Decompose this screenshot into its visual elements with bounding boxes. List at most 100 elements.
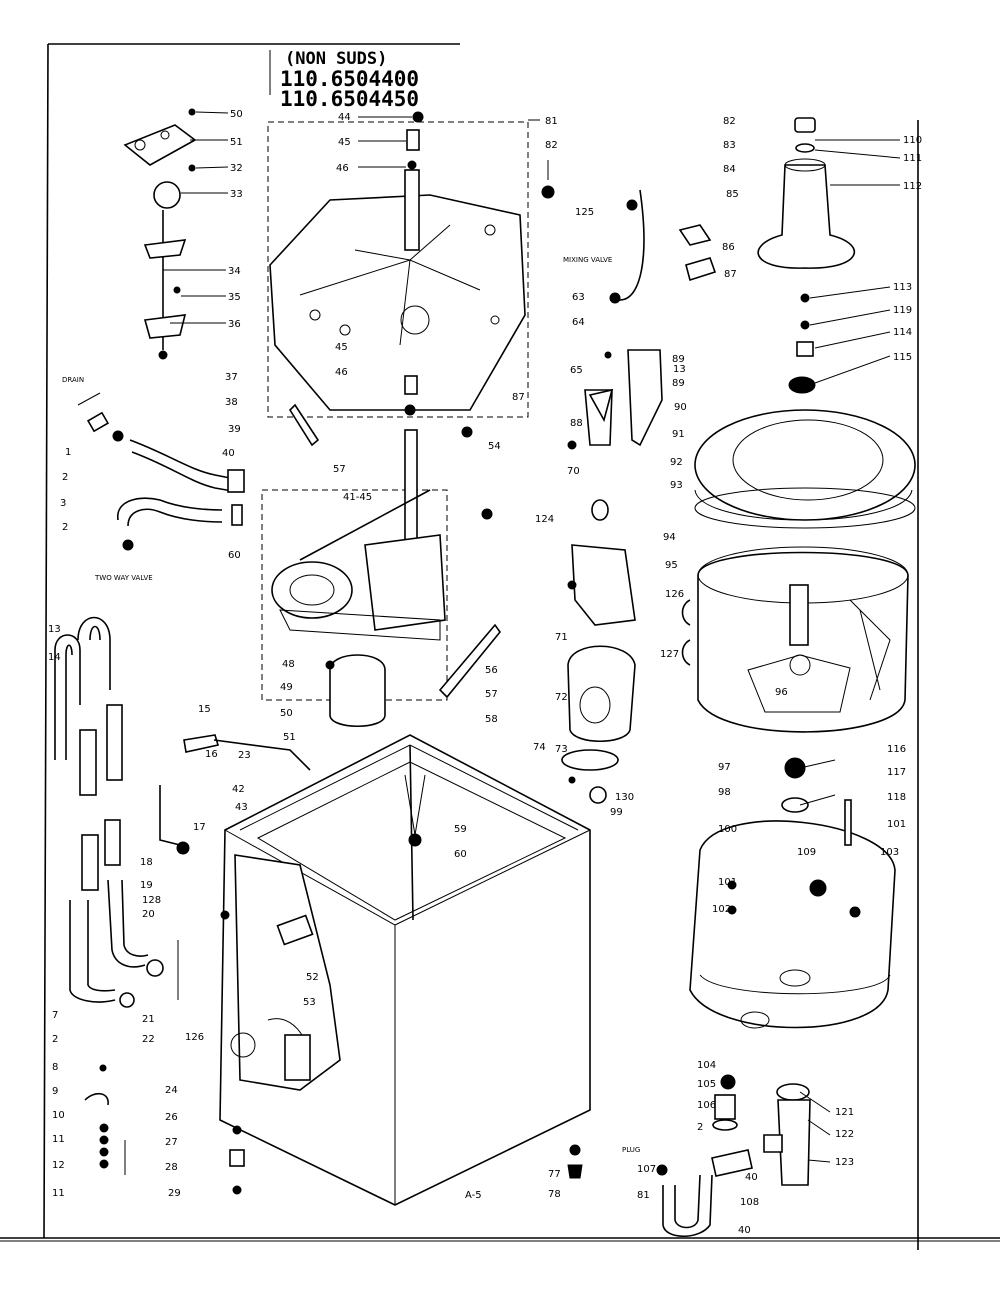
callout-c45a: 45 <box>338 137 351 148</box>
callout-c93: 93 <box>670 480 683 491</box>
callout-c119: 119 <box>893 305 912 316</box>
callout-c21: 21 <box>142 1014 155 1025</box>
callout-c43: 43 <box>235 802 248 813</box>
callout-c32: 32 <box>230 163 243 174</box>
callout-c58: 58 <box>485 714 498 725</box>
callout-numbers: 5051323334353644454681824546373839405712… <box>48 109 922 1236</box>
callout-c16: 16 <box>205 749 218 760</box>
callout-c2a: 2 <box>62 472 68 483</box>
callout-c42: 42 <box>232 784 245 795</box>
motor-pump <box>561 189 717 804</box>
callout-c46a: 46 <box>336 163 349 174</box>
callout-c23: 23 <box>238 750 251 761</box>
callout-c87: 87 <box>512 392 525 403</box>
callout-c82: 82 <box>545 140 558 151</box>
callout-c117: 117 <box>887 767 906 778</box>
callout-c115: 115 <box>893 352 912 363</box>
callout-c8: 8 <box>52 1062 58 1073</box>
callout-c85: 85 <box>726 189 739 200</box>
transmission-assembly <box>261 429 502 728</box>
callout-c2b: 2 <box>62 522 68 533</box>
callout-c105: 105 <box>697 1079 716 1090</box>
callout-c7: 7 <box>52 1010 58 1021</box>
callout-c57b: 57 <box>485 689 498 700</box>
callout-c94: 94 <box>663 532 676 543</box>
callout-c17: 17 <box>193 822 206 833</box>
callout-c49: 49 <box>280 682 293 693</box>
callout-c73: 73 <box>555 744 568 755</box>
callout-c100: 100 <box>718 824 737 835</box>
callout-c11b: 11 <box>52 1188 65 1199</box>
callout-c102: 102 <box>712 904 731 915</box>
callout-c122: 122 <box>835 1129 854 1140</box>
callout-c53: 53 <box>303 997 316 1008</box>
callout-c89: 89 <box>672 354 685 365</box>
callout-c101: 101 <box>718 877 737 888</box>
agitator-drive-assembly <box>267 111 555 418</box>
callout-c113: 113 <box>893 282 912 293</box>
callout-c99: 99 <box>610 807 623 818</box>
callout-c60: 60 <box>228 550 241 561</box>
callout-c127: 127 <box>660 649 679 660</box>
callout-c13b: 13 <box>673 364 686 375</box>
callout-c39: 39 <box>228 424 241 435</box>
label-two-way-valve: TWO WAY VALVE <box>94 574 153 582</box>
callout-c111: 111 <box>903 153 922 164</box>
callout-c50b: 50 <box>280 708 293 719</box>
callout-c2c: 2 <box>52 1034 58 1045</box>
callout-c82b: 82 <box>723 116 736 127</box>
drain-fittings <box>656 1074 811 1237</box>
callout-c126b: 126 <box>665 589 684 600</box>
leader-lines <box>77 111 901 1163</box>
callout-c74: 74 <box>533 742 546 753</box>
callout-c59: 59 <box>454 824 467 835</box>
callout-c103: 103 <box>880 847 899 858</box>
callout-c91: 91 <box>672 429 685 440</box>
tub-ring <box>694 409 916 529</box>
fasteners-stack <box>84 1064 126 1175</box>
callout-c128: 128 <box>142 895 161 906</box>
callout-c50: 50 <box>230 109 243 120</box>
callout-c81: 81 <box>545 116 558 127</box>
callout-c44: 44 <box>338 112 351 123</box>
callout-c124: 124 <box>535 514 554 525</box>
callout-c36: 36 <box>228 319 241 330</box>
callout-c51: 51 <box>230 137 243 148</box>
callout-c1a: 1 <box>65 447 71 458</box>
callout-c71: 71 <box>555 632 568 643</box>
header-line3: 110.6504450 <box>280 87 419 111</box>
callout-c51b: 51 <box>283 732 296 743</box>
callout-c15: 15 <box>198 704 211 715</box>
callout-c35: 35 <box>228 292 241 303</box>
callout-c92: 92 <box>670 457 683 468</box>
callout-c3: 3 <box>60 498 66 509</box>
callout-c13: 13 <box>48 624 61 635</box>
callout-c96: 96 <box>775 687 788 698</box>
label-drain: DRAIN <box>62 376 84 384</box>
callout-c95: 95 <box>665 560 678 571</box>
callout-c9: 9 <box>52 1086 58 1097</box>
callout-c64: 64 <box>572 317 585 328</box>
label-plug: PLUG <box>622 1146 640 1154</box>
page-border <box>0 43 1000 1250</box>
callout-c78: 78 <box>548 1189 561 1200</box>
callout-c11a: 11 <box>52 1134 65 1145</box>
callout-c77: 77 <box>548 1169 561 1180</box>
wash-basket <box>697 546 909 733</box>
cabinet-base <box>219 734 591 1206</box>
callout-c27: 27 <box>165 1137 178 1148</box>
callout-c72: 72 <box>555 692 568 703</box>
callout-c14: 14 <box>48 652 61 663</box>
callout-c107: 107 <box>637 1164 656 1175</box>
callout-c12: 12 <box>52 1160 65 1171</box>
sheet-code: A-5 <box>465 1190 482 1201</box>
callout-c40c: 40 <box>738 1225 751 1236</box>
callout-c57a: 57 <box>333 464 346 475</box>
callout-c106: 106 <box>697 1100 716 1111</box>
callout-c48: 48 <box>282 659 295 670</box>
callout-c19: 19 <box>140 880 153 891</box>
callout-c108: 108 <box>740 1197 759 1208</box>
callout-c45b: 45 <box>335 342 348 353</box>
callout-c116: 116 <box>887 744 906 755</box>
label-mixing-valve: MIXING VALVE <box>563 256 612 264</box>
